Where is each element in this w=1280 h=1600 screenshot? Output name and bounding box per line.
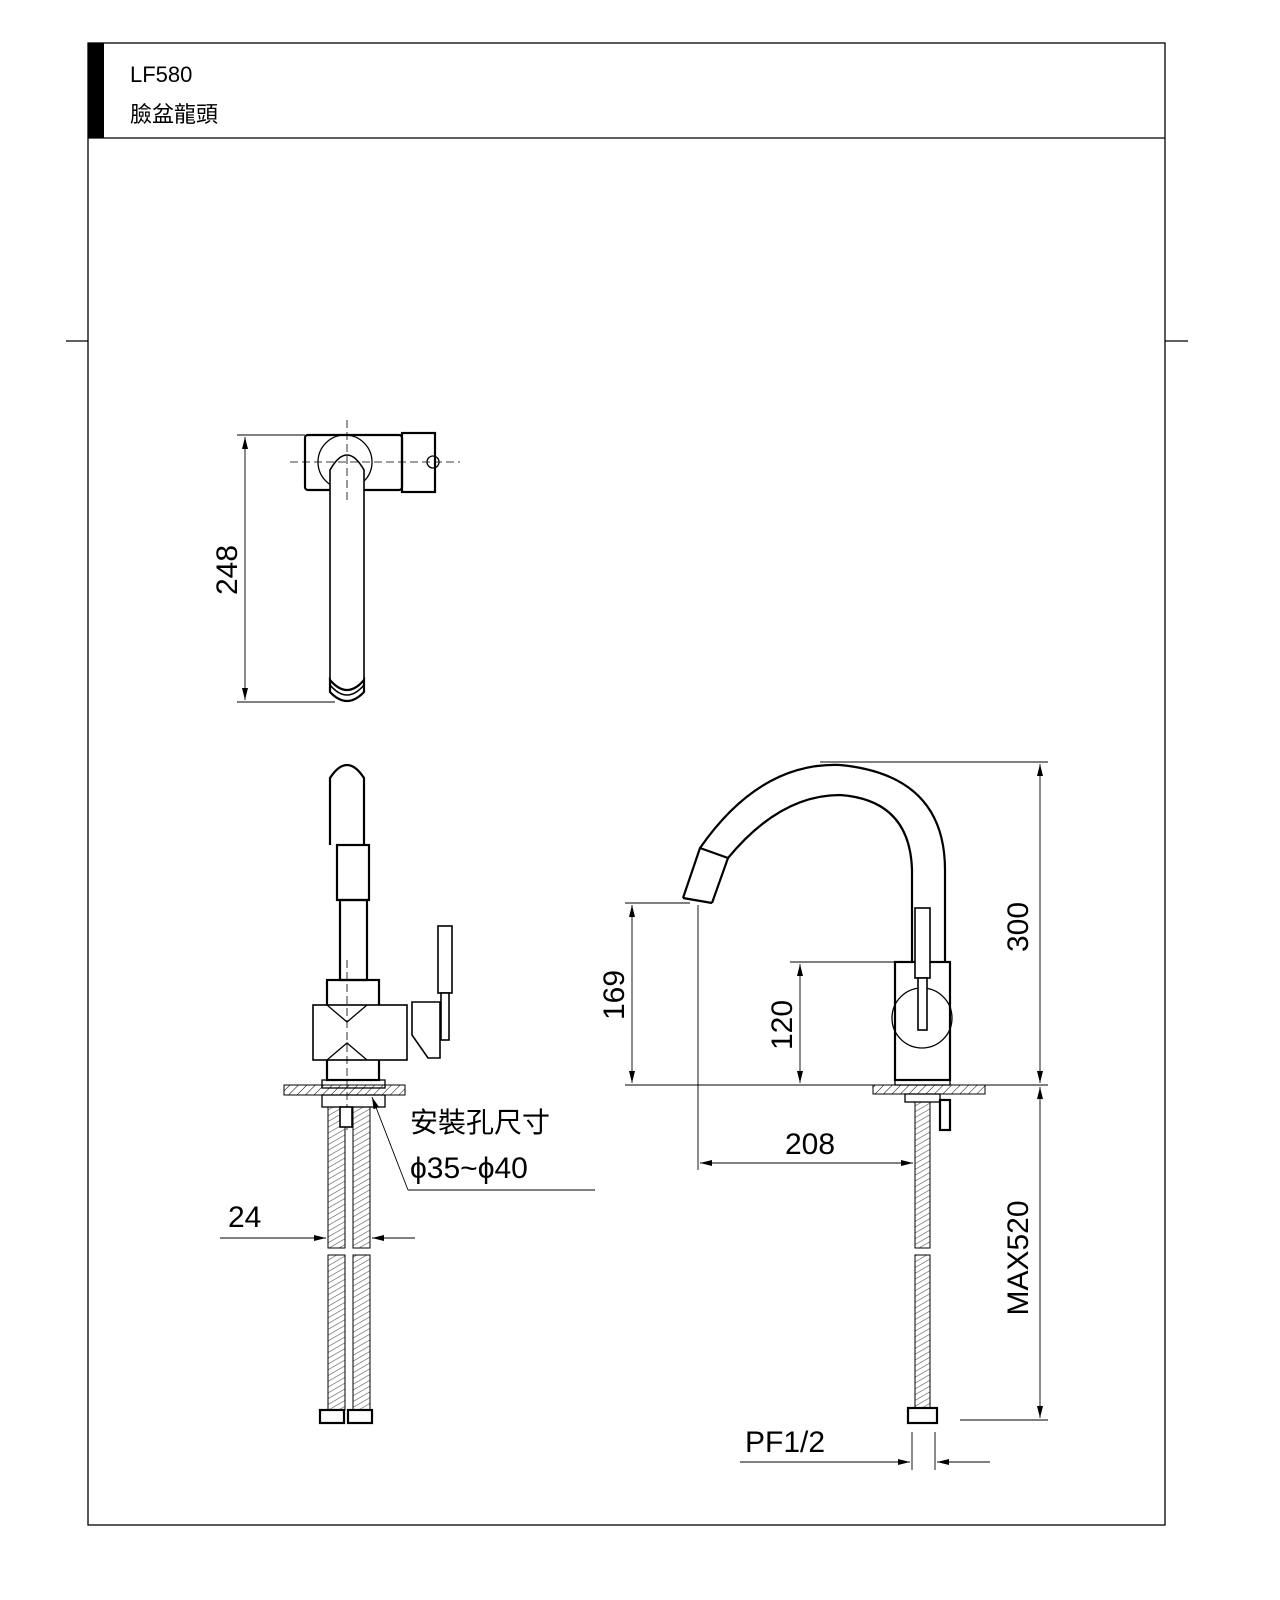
dim-pf12: PF1/2: [745, 1426, 825, 1459]
front-view: [625, 761, 1048, 1470]
dim-248: 248: [211, 545, 244, 595]
dim-169: 169: [598, 970, 631, 1020]
top-view: [237, 420, 460, 703]
mounting-hole-size: ϕ35~ϕ40: [410, 1152, 528, 1185]
drawing-frame: [66, 42, 1188, 1526]
dim-120: 120: [766, 1000, 799, 1050]
dim-300: 300: [1002, 902, 1035, 952]
model-number: LF580: [130, 62, 192, 87]
dim-208: 208: [785, 1128, 835, 1161]
product-name: 臉盆龍頭: [130, 102, 218, 127]
dim-24: 24: [228, 1201, 261, 1234]
dim-max520: MAX520: [1002, 1200, 1035, 1315]
side-view: [220, 763, 595, 1425]
mounting-hole-label: 安裝孔尺寸: [410, 1106, 550, 1139]
